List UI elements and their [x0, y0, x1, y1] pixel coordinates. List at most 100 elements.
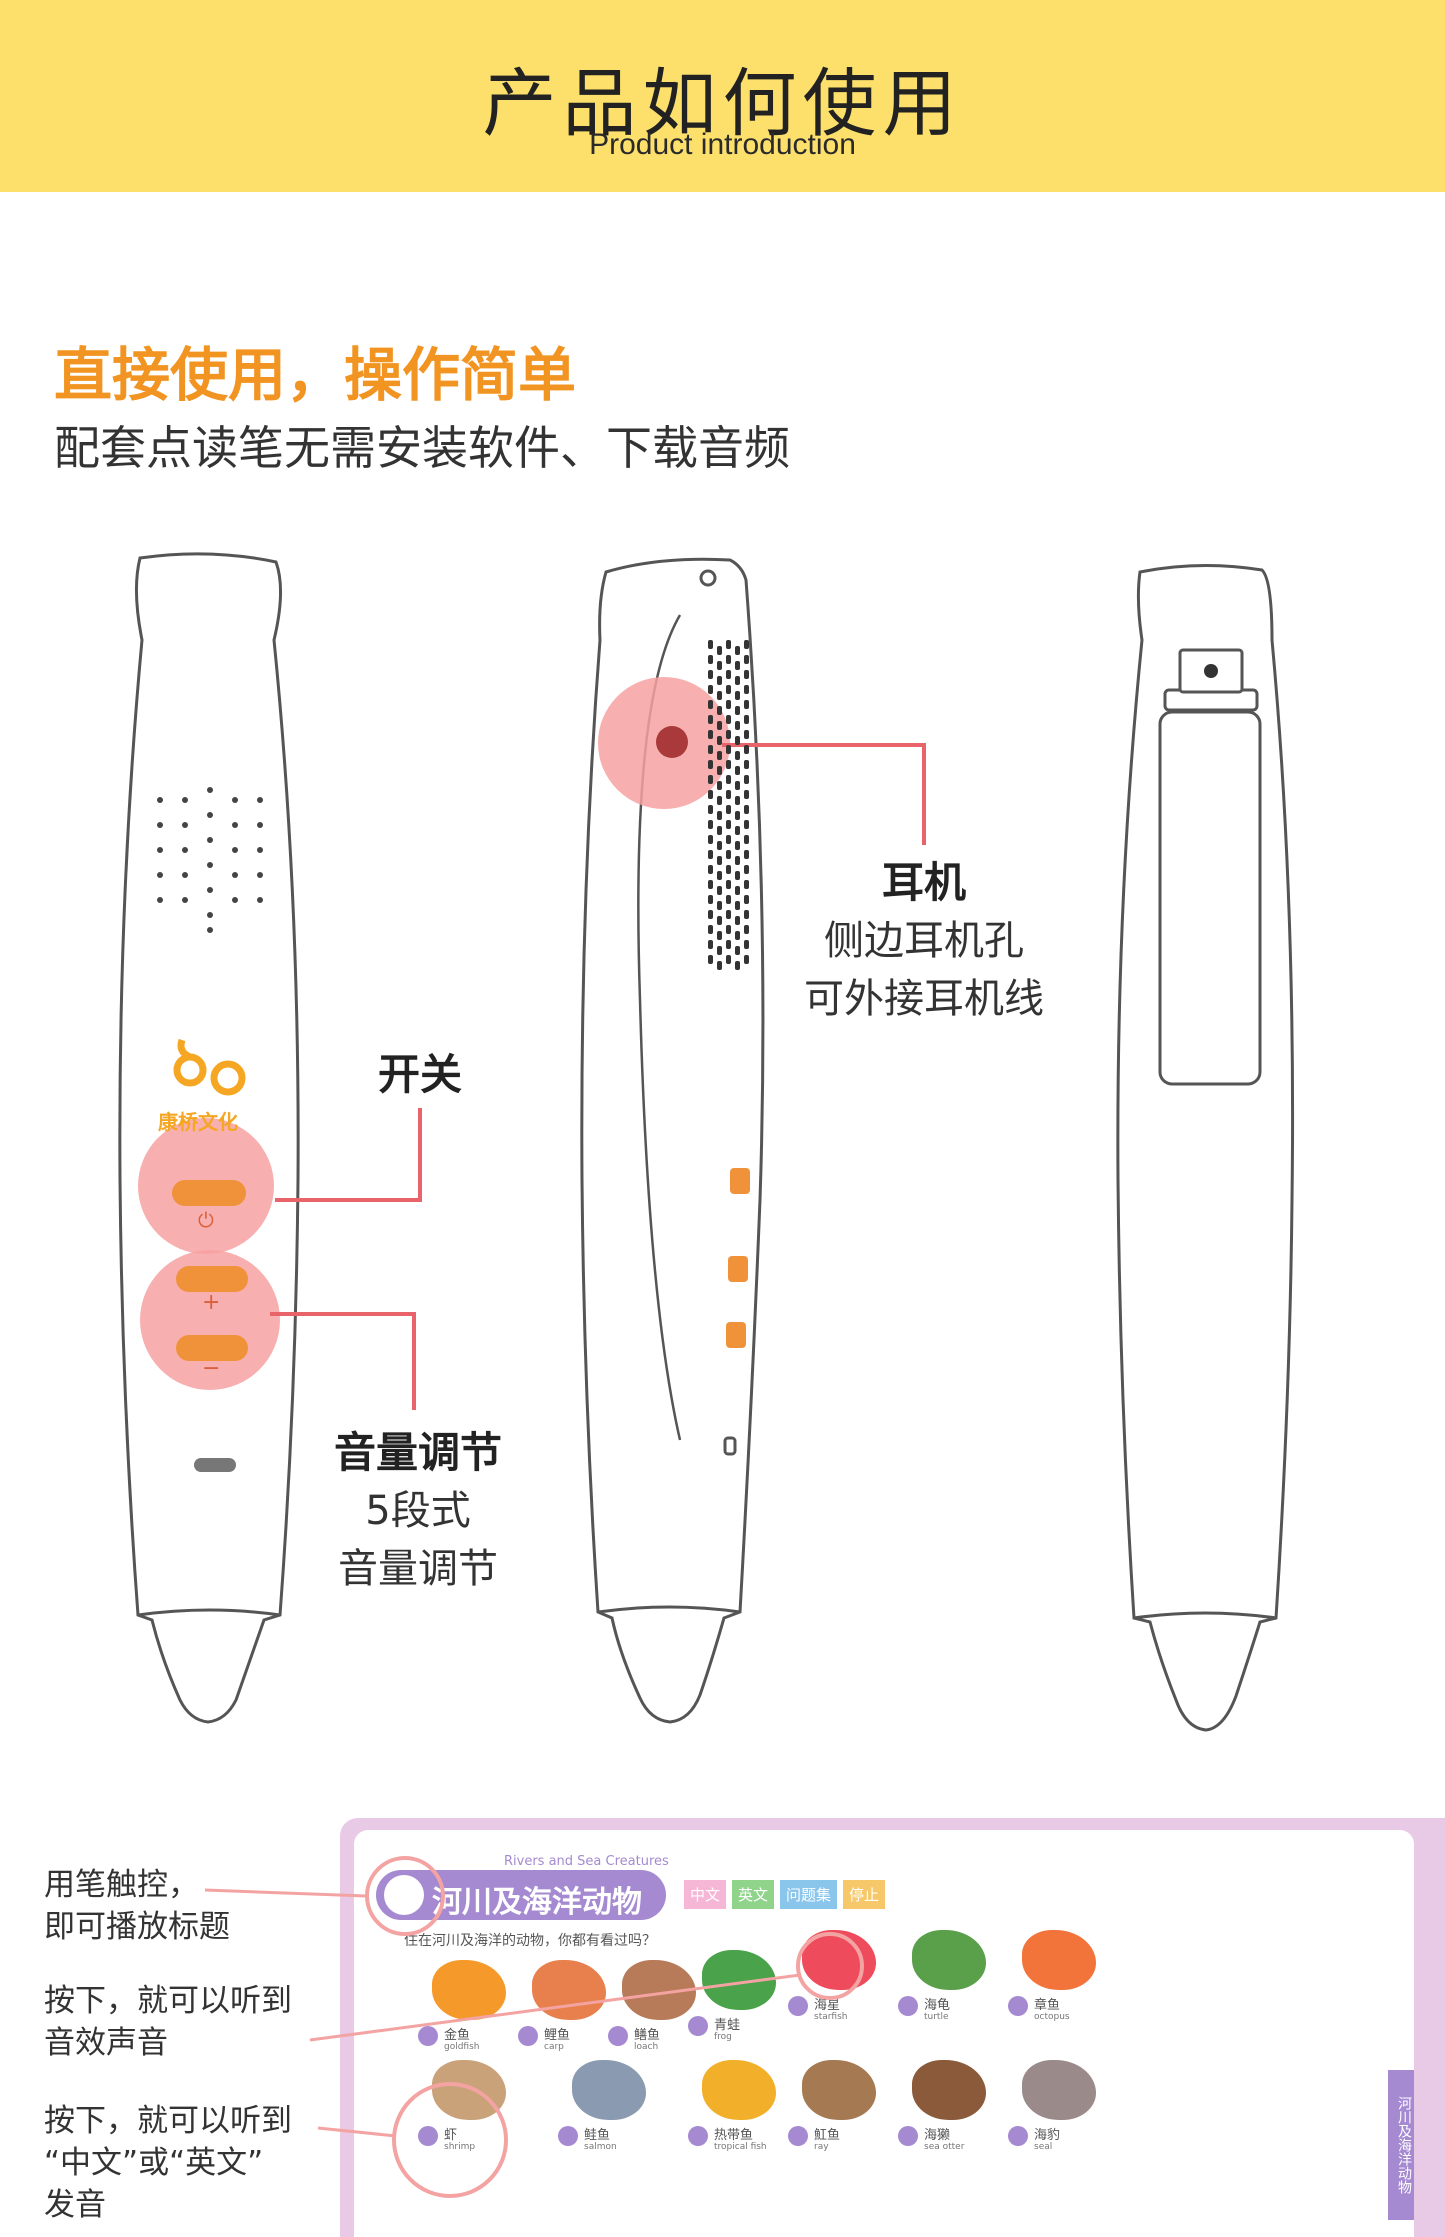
label-title-touch-line1: 用笔触控， [44, 1867, 199, 1903]
page-title-text: 河川及海洋动物 [432, 1885, 642, 1920]
side-button-3[interactable] [726, 1322, 746, 1348]
page-title-en: Rivers and Sea Creatures [504, 1854, 669, 1869]
section-subline: 配套点读笔无需安装软件、下载音频 [54, 421, 790, 475]
speaker-slot [735, 676, 740, 685]
speaker-slot [735, 766, 740, 775]
play-badge-icon[interactable] [788, 1996, 808, 2016]
speaker-slot [735, 811, 740, 820]
animal-name-cn: 青蛙 [714, 2018, 741, 2033]
speaker-slot [726, 700, 731, 709]
speaker-slot [744, 685, 749, 694]
side-button-2[interactable] [728, 1256, 748, 1282]
play-badge-icon[interactable] [608, 2026, 628, 2046]
speaker-slot [726, 775, 731, 784]
speaker-slot [708, 745, 713, 754]
speaker-slot [717, 706, 722, 715]
play-badge-icon[interactable] [418, 2026, 438, 2046]
speaker-slot [744, 730, 749, 739]
brand-logo [173, 1038, 246, 1096]
play-badge-icon[interactable] [558, 2126, 578, 2146]
mode-button-stop[interactable]: 停止 [843, 1880, 886, 1909]
speaker-slot [717, 691, 722, 700]
speaker-slot [726, 925, 731, 934]
play-badge-icon[interactable] [898, 1996, 918, 2016]
play-badge-icon[interactable] [518, 2026, 538, 2046]
mode-button-english[interactable]: 英文 [732, 1880, 775, 1909]
speaker-slot [726, 760, 731, 769]
book-page: 河川及海洋动物 Rivers and Sea Creatures 住在河川及海洋… [354, 1830, 1414, 2237]
volume-callout-line1: 5段式 [365, 1488, 471, 1534]
speaker-slot [744, 790, 749, 799]
animal-name-cn: 海獭 [924, 2128, 951, 2143]
volume-down-button[interactable] [176, 1335, 248, 1361]
speaker-slot [717, 811, 722, 820]
speaker-slot [744, 700, 749, 709]
label-pronunciation-line1: 按下，就可以听到 [44, 2103, 292, 2139]
play-badge-icon[interactable] [898, 2126, 918, 2146]
speaker-slot [726, 955, 731, 964]
speaker-slot [735, 856, 740, 865]
speaker-slot [744, 745, 749, 754]
play-badge-icon[interactable] [1008, 2126, 1028, 2146]
speaker-slot [735, 661, 740, 670]
volume-up-button[interactable] [176, 1266, 248, 1292]
section-headline: 直接使用，操作简单 [54, 341, 577, 409]
animal-name-en: salmon [584, 2142, 617, 2152]
switch-callout-line [275, 1108, 422, 1202]
page-title-pill[interactable]: 河川及海洋动物 [376, 1870, 666, 1920]
speaker-slot [735, 916, 740, 925]
speaker-slot [744, 940, 749, 949]
speaker-slot [726, 670, 731, 679]
play-badge-icon[interactable] [418, 2126, 438, 2146]
play-badge-icon[interactable] [688, 2126, 708, 2146]
speaker-slot [717, 841, 722, 850]
side-button-1[interactable] [730, 1168, 750, 1194]
speaker-slot [708, 895, 713, 904]
speaker-slot [744, 640, 749, 649]
animal-name-cn: 海星 [814, 1998, 841, 2013]
play-badge-icon[interactable] [788, 2126, 808, 2146]
label-sound-effect-line1: 按下，就可以听到 [44, 1983, 292, 2019]
mode-button-questions[interactable]: 问题集 [780, 1880, 838, 1909]
speaker-slot [717, 646, 722, 655]
speaker-slot [744, 805, 749, 814]
speaker-slot [735, 751, 740, 760]
speaker-slot [726, 880, 731, 889]
mode-button-chinese[interactable]: 中文 [684, 1880, 727, 1909]
animal-illustration [1022, 1930, 1096, 1990]
speaker-slot [708, 685, 713, 694]
speaker-slot [708, 955, 713, 964]
speaker-slot [708, 730, 713, 739]
speaker-slot [708, 940, 713, 949]
power-button[interactable] [172, 1180, 246, 1206]
speaker-slot [717, 751, 722, 760]
animal-name-en: loach [634, 2042, 659, 2052]
speaker-slot [708, 760, 713, 769]
pen-back-view [1116, 563, 1295, 1732]
play-badge-icon[interactable] [688, 2016, 708, 2036]
page-question: 住在河川及海洋的动物，你都有看过吗？ [404, 1933, 656, 1949]
speaker-slot [726, 805, 731, 814]
animal-name-en: sea otter [924, 2142, 965, 2152]
speaker-slot [708, 670, 713, 679]
animal-name-en: turtle [924, 2012, 949, 2022]
play-badge-icon[interactable] [1008, 1996, 1028, 2016]
side-speaker-dots [708, 640, 749, 970]
plus-symbol: + [202, 1290, 221, 1315]
speaker-slot [744, 715, 749, 724]
volume-callout: 音量调节 5段式 音量调节 [318, 1424, 518, 1598]
speaker-slot [708, 910, 713, 919]
speaker-slot [726, 715, 731, 724]
